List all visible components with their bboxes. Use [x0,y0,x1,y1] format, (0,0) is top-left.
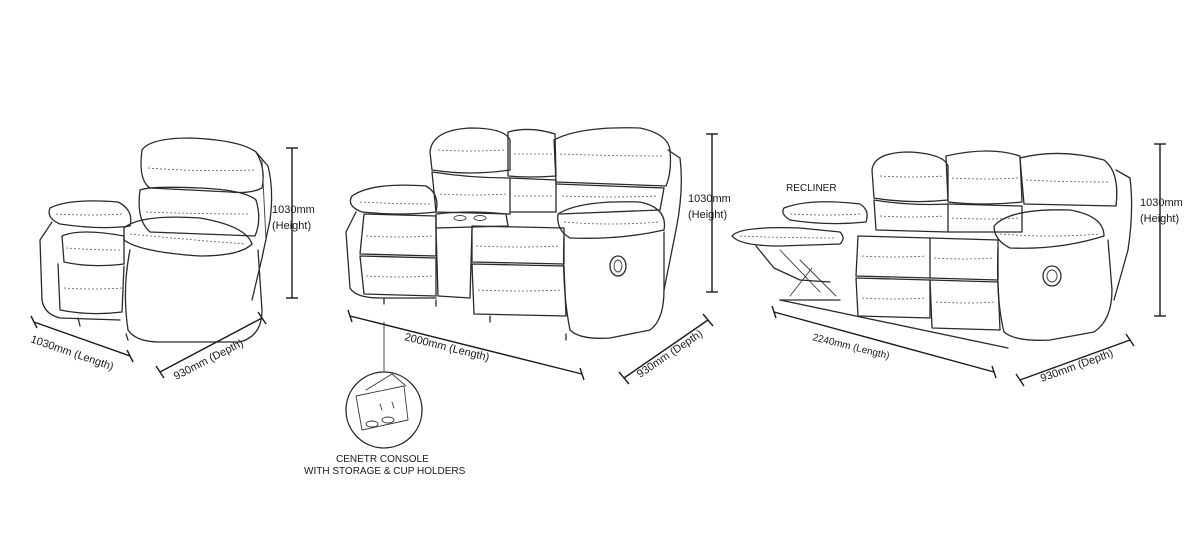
armchair-height-label: 1030mm [272,204,315,216]
loveseat-height-dimension [706,133,718,293]
loveseat-drawing [345,127,682,341]
console-caption-line1: CENETR CONSOLE [336,454,429,465]
armchair-height-sub: (Height) [272,220,311,232]
sofa-height-label: 1030mm [1140,197,1183,209]
sofa-length-label: 2240mm (Length) [811,332,890,362]
armchair-drawing [39,137,273,343]
sofa-depth-dimension [1015,333,1135,387]
armchair-height-dimension [286,147,298,299]
sofa-drawing [731,150,1133,349]
loveseat-height-label: 1030mm [688,193,731,205]
armchair-length-dimension [30,315,134,363]
loveseat-depth-dimension [618,313,714,385]
recliner-label: RECLINER [786,183,837,194]
loveseat-height-sub: (Height) [688,209,727,221]
armchair-length-label: 1030mm (Length) [29,333,115,373]
armchair-depth-dimension [155,311,267,379]
sofa-height-sub: (Height) [1140,213,1179,225]
sofa-height-dimension [1154,143,1166,317]
console-callout [345,321,423,449]
sofa-depth-label: 930mm (Depth) [1039,347,1115,384]
sofa-length-dimension [771,305,997,379]
console-caption-line2: WITH STORAGE & CUP HOLDERS [304,466,466,477]
loveseat-length-dimension [347,309,585,381]
loveseat-depth-label: 930mm (Depth) [635,328,705,381]
